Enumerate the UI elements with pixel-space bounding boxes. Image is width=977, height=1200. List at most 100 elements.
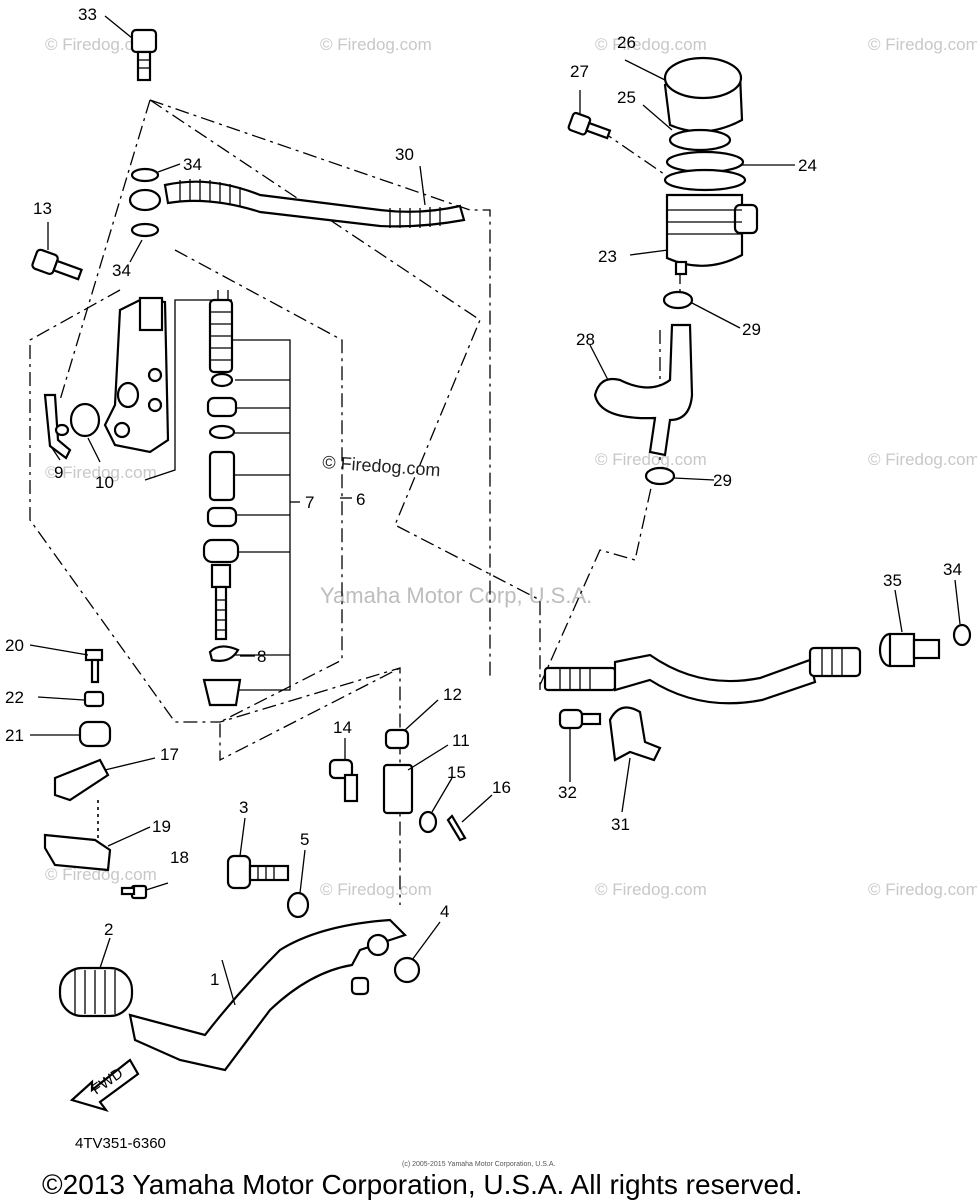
copyright-notice: ©2013 Yamaha Motor Corporation, U.S.A. A… <box>42 1169 802 1200</box>
watermark: © Firedog.com <box>45 463 157 482</box>
callout-34b: 34 <box>112 261 131 280</box>
callout-35: 35 <box>883 571 902 590</box>
watermark: © Firedog.com <box>868 450 977 469</box>
cap-10 <box>69 402 101 438</box>
callout-33: 33 <box>78 5 97 24</box>
washer-34 <box>130 222 160 238</box>
watermark: © Firedog.com <box>595 880 707 899</box>
callout-31: 31 <box>611 815 630 834</box>
hose-clamp-31 <box>608 706 662 762</box>
reservoir-hose-28 <box>593 323 694 457</box>
callout-29: 29 <box>742 320 761 339</box>
watermark: © Firedog.com <box>595 35 707 54</box>
callout-1: 1 <box>210 970 219 989</box>
brake-hose-30 <box>163 179 466 228</box>
piston-assembly-7 <box>202 298 240 641</box>
bolt-13 <box>31 248 83 281</box>
callout-13: 13 <box>33 199 52 218</box>
tiny-notice: (c) 2005-2015 Yamaha Motor Corporation, … <box>402 1161 555 1168</box>
bolt-32 <box>558 708 602 730</box>
bolt-33 <box>130 28 158 82</box>
callout-8: 8 <box>257 647 266 666</box>
callout-14: 14 <box>333 718 352 737</box>
pivot-bolt-3 <box>226 854 290 890</box>
leader-lines <box>29 15 961 1006</box>
washer-34-right <box>952 623 972 647</box>
parts: FWD <box>31 28 972 1112</box>
callout-18: 18 <box>170 848 189 867</box>
washer-34 <box>130 167 160 183</box>
brake-pedal-1 <box>128 918 408 1072</box>
bracket-17 <box>53 758 110 802</box>
watermark: © Firedog.com <box>45 865 157 884</box>
clamp-29 <box>644 466 676 486</box>
collar-22 <box>83 690 105 708</box>
adaptor-35 <box>878 632 941 668</box>
callout-4: 4 <box>440 902 449 921</box>
callout-6: 6 <box>356 490 365 509</box>
callout-20: 20 <box>5 636 24 655</box>
callout-28: 28 <box>576 330 595 349</box>
callout-26: 26 <box>617 33 636 52</box>
callout-15: 15 <box>447 763 466 782</box>
callout-22: 22 <box>5 688 24 707</box>
clamp-29 <box>662 290 694 310</box>
diagram-code: 4TV351-6360 <box>75 1135 166 1152</box>
callout-25: 25 <box>617 88 636 107</box>
bracket-7 <box>230 339 291 691</box>
callout-32: 32 <box>558 783 577 802</box>
nut-12 <box>384 728 410 750</box>
cotter-pin-16 <box>446 814 467 842</box>
watermark-center: Yamaha Motor Corp, U.S.A. <box>320 583 592 608</box>
watermark: © Firedog.com <box>595 450 707 469</box>
watermarks: © Firedog.com © Firedog.com © Firedog.co… <box>45 35 977 899</box>
washer-15 <box>418 810 438 834</box>
grommet-21 <box>78 720 112 748</box>
callout-11: 11 <box>452 731 470 750</box>
callout-24: 24 <box>798 156 817 175</box>
reservoir-23 <box>663 56 759 276</box>
callout-16: 16 <box>492 778 511 797</box>
bolt-20-shaft <box>90 658 100 684</box>
bracket-19 <box>43 833 112 872</box>
watermark: © Firedog.com <box>45 35 157 54</box>
pedal-pivot <box>366 933 390 957</box>
fwd-arrow: FWD <box>69 1058 140 1112</box>
callout-7: 7 <box>305 493 314 512</box>
nut-4 <box>393 956 421 984</box>
master-cylinder-body <box>103 296 170 454</box>
callout-17: 17 <box>160 745 179 764</box>
callout-5: 5 <box>300 830 309 849</box>
callout-23: 23 <box>598 247 617 266</box>
pedal-rubber-2 <box>58 966 134 1018</box>
callout-labels: 1 2 3 4 5 6 7 8 9 10 11 12 13 14 15 16 1… <box>5 5 962 989</box>
pin-14 <box>328 758 359 803</box>
banjo-fitting <box>128 188 162 212</box>
watermark: © Firedog.com <box>320 880 432 899</box>
clip <box>54 423 70 437</box>
watermark: © Firedog.com <box>868 880 977 899</box>
washer-5 <box>286 891 310 919</box>
watermark: © Firedog.com <box>320 35 432 54</box>
callout-21: 21 <box>5 726 24 745</box>
callout-34: 34 <box>183 155 202 174</box>
brake-hose-right <box>543 646 862 705</box>
callout-10: 10 <box>95 473 114 492</box>
callout-30: 30 <box>395 145 414 164</box>
circlip-8 <box>208 645 240 662</box>
callout-27: 27 <box>570 62 589 81</box>
callout-12: 12 <box>443 685 462 704</box>
bolt-20-head <box>84 648 104 662</box>
screw-18-shaft <box>120 886 136 896</box>
watermark: © Firedog.com <box>868 35 977 54</box>
callout-3: 3 <box>239 798 248 817</box>
screw-27 <box>567 111 612 140</box>
callout-29b: 29 <box>713 471 732 490</box>
callout-34c: 34 <box>943 560 962 579</box>
pedal-stop <box>350 976 370 996</box>
callout-2: 2 <box>104 920 113 939</box>
clevis-11 <box>382 763 414 815</box>
callout-19: 19 <box>152 817 171 836</box>
callout-9: 9 <box>54 463 63 482</box>
